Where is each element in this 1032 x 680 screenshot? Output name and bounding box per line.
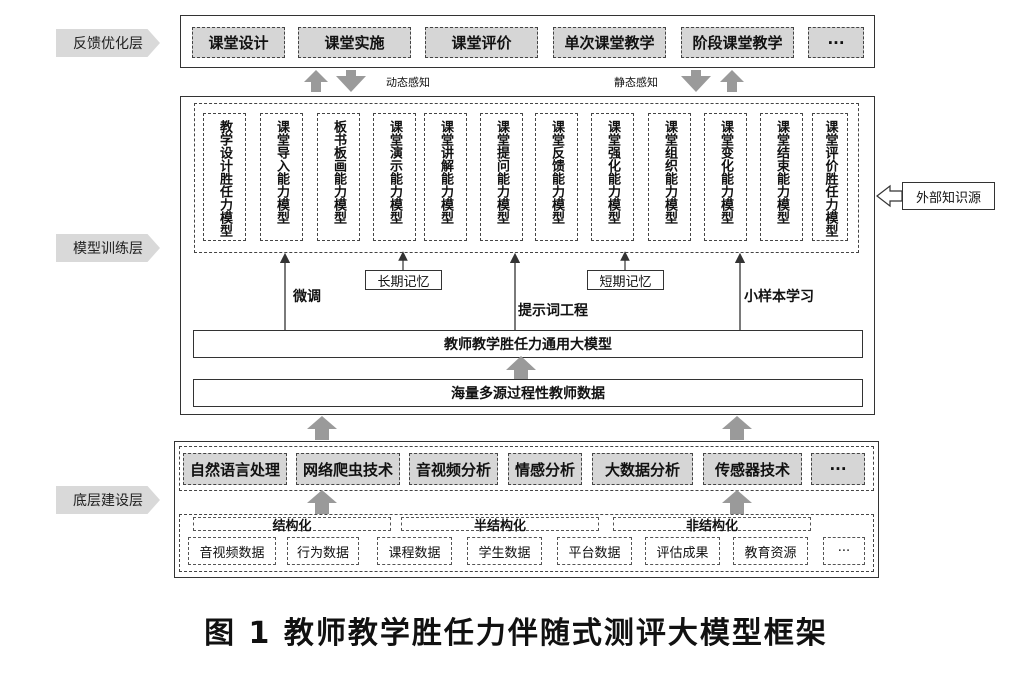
structure-label: 结构化 [193, 517, 391, 534]
data-item: ··· [823, 537, 865, 565]
tech-item: 传感器技术 [703, 453, 802, 485]
feedback-item: 阶段课堂教学 [681, 27, 794, 58]
tech-item: 网络爬虫技术 [296, 453, 400, 485]
competency-model: 课堂变化能力模型 [704, 113, 747, 241]
data-item: 平台数据 [557, 537, 632, 565]
fewshot-learning-label: 小样本学习 [744, 289, 814, 305]
data-item: 学生数据 [467, 537, 542, 565]
structure-label: 半结构化 [401, 517, 599, 534]
tech-item: 自然语言处理 [183, 453, 287, 485]
structure-label: 非结构化 [613, 517, 811, 534]
model-group-box [194, 103, 859, 253]
data-item: 课程数据 [377, 537, 452, 565]
competency-model: 课堂强化能力模型 [591, 113, 634, 241]
data-pool-up-arrow [506, 356, 536, 379]
finetune-label: 微调 [293, 289, 321, 305]
feedback-up-arrow-left [304, 70, 328, 92]
competency-model: 课堂评价胜任力模型 [812, 113, 848, 241]
prompt-engineering-label: 提示词工程 [518, 303, 588, 319]
layer-tag-base: 底层建设层 [56, 486, 160, 514]
data-up-arrow-right [722, 490, 752, 514]
tech-item: 音视频分析 [409, 453, 498, 485]
feedback-item: 课堂实施 [298, 27, 411, 58]
data-item: 音视频数据 [188, 537, 276, 565]
competency-model: 课堂反馈能力模型 [535, 113, 578, 241]
feedback-down-arrow-right [681, 70, 711, 92]
tech-item: ··· [811, 453, 865, 485]
feedback-up-arrow-right [720, 70, 744, 92]
base-up-arrow-right [722, 416, 752, 440]
dynamic-perception-label: 动态感知 [386, 76, 430, 89]
long-term-memory: 长期记忆 [365, 270, 442, 290]
data-item: 行为数据 [287, 537, 359, 565]
data-pool-bar: 海量多源过程性教师数据 [193, 379, 863, 407]
competency-model: 课堂演示能力模型 [373, 113, 416, 241]
data-item: 教育资源 [733, 537, 808, 565]
layer-tag-feedback: 反馈优化层 [56, 29, 160, 57]
external-knowledge-source: 外部知识源 [902, 182, 995, 210]
general-model-bar: 教师教学胜任力通用大模型 [193, 330, 863, 358]
external-source-arrow [876, 184, 903, 208]
figure-caption: 图 1 教师教学胜任力伴随式测评大模型框架 [204, 616, 828, 651]
competency-model: 板书板画能力模型 [317, 113, 360, 241]
feedback-item: 课堂设计 [192, 27, 285, 58]
feedback-down-arrow-left [336, 70, 366, 92]
static-perception-label: 静态感知 [614, 76, 658, 89]
feedback-item: 课堂评价 [425, 27, 538, 58]
base-up-arrow-left [307, 416, 337, 440]
data-item: 评估成果 [645, 537, 720, 565]
competency-model: 课堂提问能力模型 [480, 113, 523, 241]
tech-item: 情感分析 [508, 453, 582, 485]
competency-model: 课堂组织能力模型 [648, 113, 691, 241]
competency-model: 课堂结束能力模型 [760, 113, 803, 241]
short-term-memory: 短期记忆 [587, 270, 664, 290]
competency-model: 课堂讲解能力模型 [424, 113, 467, 241]
feedback-item: ··· [808, 27, 864, 58]
tech-item: 大数据分析 [592, 453, 693, 485]
competency-model: 教学设计胜任力模型 [203, 113, 246, 241]
data-up-arrow-left [307, 490, 337, 514]
layer-tag-model: 模型训练层 [56, 234, 160, 262]
competency-model: 课堂导入能力模型 [260, 113, 303, 241]
feedback-item: 单次课堂教学 [553, 27, 666, 58]
